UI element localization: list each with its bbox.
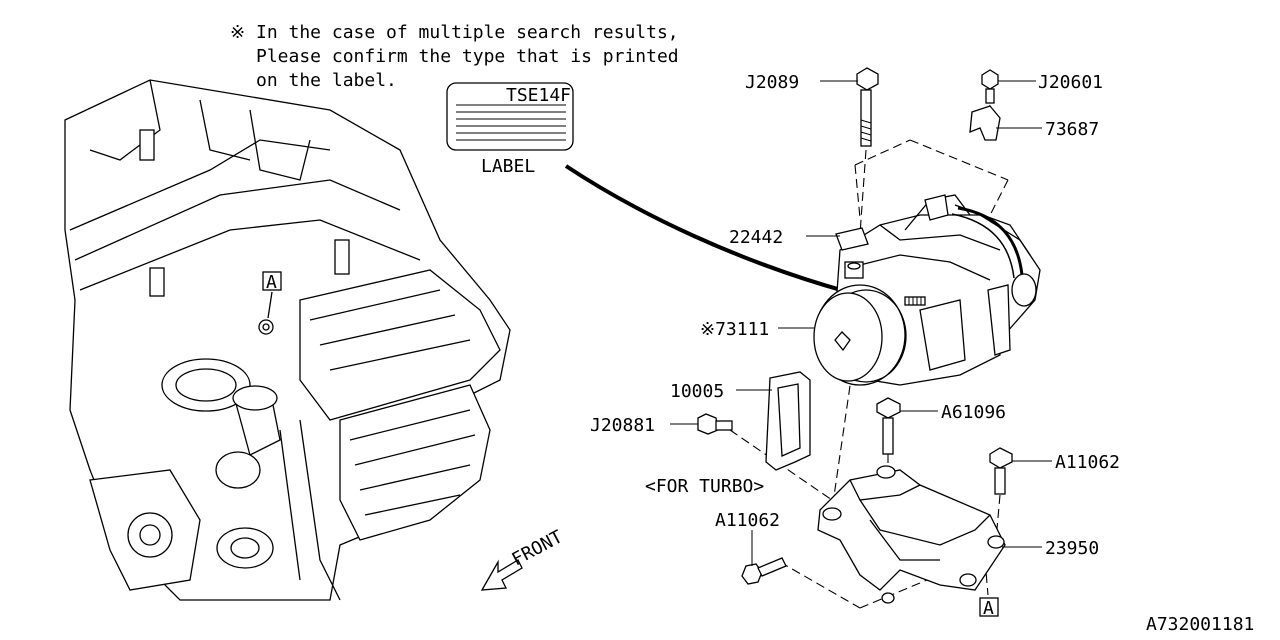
label-j20881: J20881 bbox=[590, 415, 655, 436]
label-leader bbox=[564, 164, 849, 294]
ref-marker-bracket-box bbox=[979, 597, 999, 617]
bolt-a11062-right bbox=[989, 447, 1013, 495]
label-10005: 10005 bbox=[670, 381, 724, 402]
label-caption: LABEL bbox=[481, 156, 535, 177]
bolt-j2089 bbox=[856, 67, 879, 147]
note-line-2: Please confirm the type that is printed bbox=[256, 46, 679, 67]
leader-lines bbox=[670, 80, 1052, 566]
ref-marker-engine: A bbox=[266, 272, 277, 293]
label-73687: 73687 bbox=[1045, 119, 1099, 140]
ac-compressor bbox=[813, 194, 1041, 386]
engine-illustration bbox=[64, 79, 511, 601]
clip-73687 bbox=[969, 105, 1001, 141]
label-sticker bbox=[446, 82, 574, 151]
label-73111: ※73111 bbox=[700, 319, 769, 340]
label-a61096: A61096 bbox=[941, 402, 1006, 423]
note-line-3: on the label. bbox=[256, 70, 397, 91]
part-22442-shape bbox=[835, 227, 869, 251]
front-label: FRONT bbox=[508, 526, 566, 570]
bolt-j20881 bbox=[697, 413, 733, 435]
label-j20601: J20601 bbox=[1038, 72, 1103, 93]
note-line-1: In the case of multiple search results, bbox=[256, 22, 679, 43]
bolt-a11062-left bbox=[741, 557, 787, 585]
front-arrow: FRONT bbox=[480, 526, 566, 591]
label-j2089: J2089 bbox=[745, 72, 799, 93]
bolt-j20601 bbox=[981, 69, 999, 104]
label-illustration: TSE14F LABEL bbox=[446, 82, 849, 294]
label-23950: 23950 bbox=[1045, 538, 1099, 559]
label-22442: 22442 bbox=[729, 227, 783, 248]
label-for-turbo: <FOR TURBO> bbox=[645, 476, 764, 497]
bolt-a61096 bbox=[876, 397, 901, 455]
part-labels: J2089 J20601 73687 22442 ※73111 10005 J2… bbox=[590, 72, 1120, 559]
label-a11062-right: A11062 bbox=[1055, 452, 1120, 473]
ref-marker-engine-box bbox=[262, 271, 282, 291]
label-a11062-left: A11062 bbox=[715, 510, 780, 531]
search-note: ※ In the case of multiple search results… bbox=[230, 22, 679, 91]
bracket-23950 bbox=[817, 465, 1006, 604]
ref-marker-bracket: A bbox=[983, 598, 994, 619]
label-type-code: TSE14F bbox=[506, 85, 571, 106]
note-mark: ※ bbox=[230, 22, 245, 43]
diagram-id: A732001181 bbox=[1146, 614, 1254, 635]
gasket-10005 bbox=[765, 371, 811, 471]
